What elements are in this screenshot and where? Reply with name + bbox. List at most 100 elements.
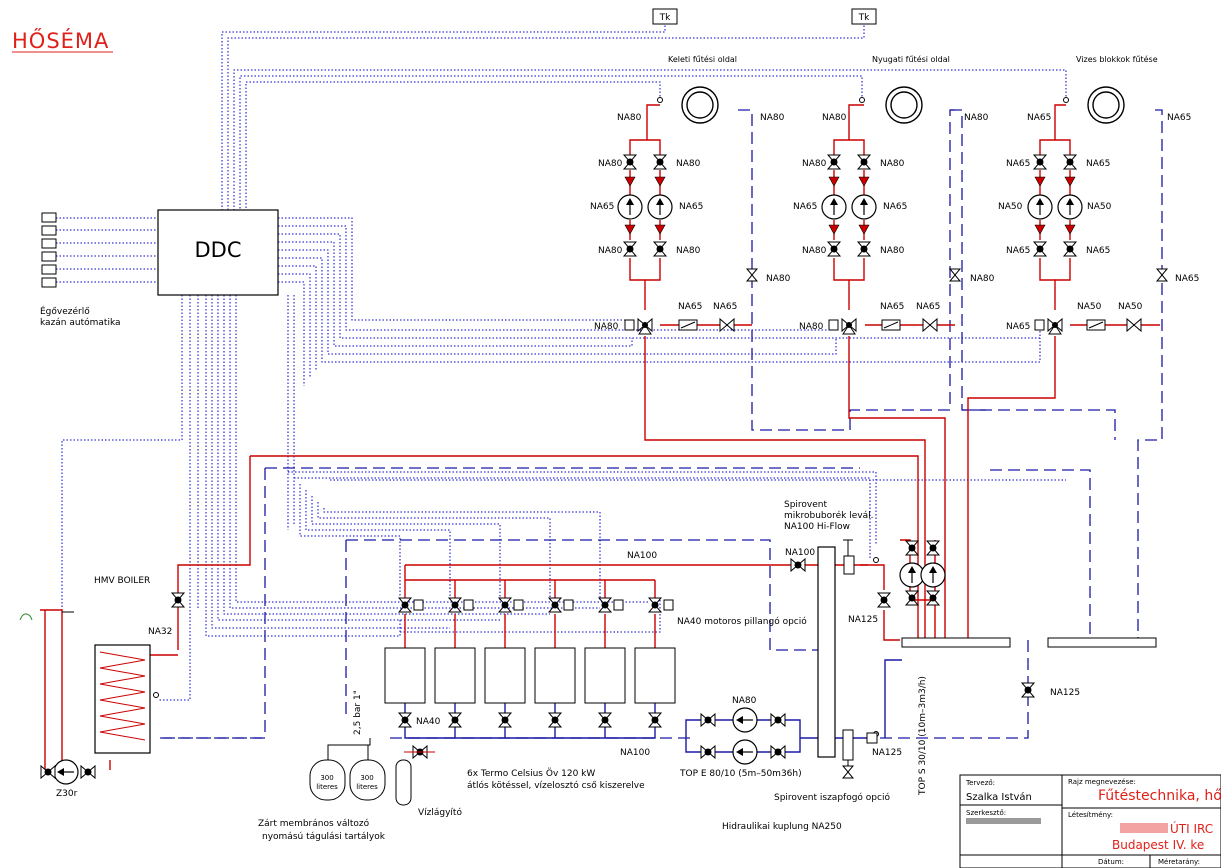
szerkeszto-label: Szerkesztő: xyxy=(966,808,1006,817)
water-softener xyxy=(395,759,412,806)
tervezo-label: Tervező: xyxy=(965,778,995,787)
tk-sensor-1-label: Tk xyxy=(659,13,671,23)
heat-exchanger-3 xyxy=(1087,86,1125,124)
c2-mix-label: NA80 xyxy=(799,322,824,332)
top-s-pump-2 xyxy=(920,562,946,588)
c3-pump-2 xyxy=(1057,194,1083,220)
na125-valve-a xyxy=(877,592,891,608)
hydraulic-coupling xyxy=(817,546,836,758)
c1-pump-2 xyxy=(647,194,673,220)
control-wiring xyxy=(56,22,1067,701)
c2-b2-label: NA65 xyxy=(916,302,940,312)
c1-p1-label: NA65 xyxy=(590,202,614,212)
c1-mixing-valve xyxy=(624,318,653,335)
z30r-pump xyxy=(53,759,79,785)
tk-sensor-2-label: Tk xyxy=(858,13,870,23)
spirovent-air xyxy=(843,555,855,575)
page-title: HŐSÉMA xyxy=(12,28,109,53)
motoros-label: NA40 motoros pillangó opció xyxy=(677,616,807,627)
letesitmeny-label: Létesítmény: xyxy=(1068,811,1113,819)
c1-v1-label: NA80 xyxy=(598,159,623,169)
c1-valve-3 xyxy=(623,241,637,257)
datum-label: Dátum: xyxy=(1098,858,1124,866)
na100-label-b: NA100 xyxy=(785,548,815,558)
c1-v2-label: NA80 xyxy=(676,159,701,169)
c1-top-label: NA80 xyxy=(617,113,642,123)
boilers-label-2: átlós kötéssel, vízelosztó cső kiszerelv… xyxy=(467,780,645,791)
c2-top-label: NA80 xyxy=(822,113,847,123)
na125-label-b: NA125 xyxy=(1050,688,1080,698)
c1-return-valve xyxy=(746,268,758,282)
c1-check-1 xyxy=(624,176,636,187)
c3-retv-label: NA65 xyxy=(1175,274,1199,284)
na125-valve-b xyxy=(1021,682,1035,698)
c3-return-valve xyxy=(1156,268,1168,282)
tk-sensor-2 xyxy=(851,8,877,25)
tank-2-label-b: literes xyxy=(356,783,378,791)
na100-label-a: NA100 xyxy=(627,551,657,561)
c3-valve-4 xyxy=(1063,241,1077,257)
c1-b1-label: NA65 xyxy=(678,302,702,312)
tank-1-label-a: 300 xyxy=(320,774,333,782)
c3-valve-2 xyxy=(1063,154,1077,170)
boiler-valve-1 xyxy=(398,597,424,613)
top-s-label: TOP S 30/10 (10m–3m3/h) xyxy=(918,676,928,796)
tartaly-label-1: Zárt membrános változó xyxy=(258,818,370,829)
burner-control-label-2: kazán autómatika xyxy=(40,317,121,328)
c1-ret-label: NA80 xyxy=(760,113,785,123)
c3-top-label: NA65 xyxy=(1027,113,1051,123)
c2-p1-label: NA65 xyxy=(793,202,817,212)
c3-ret-label: NA65 xyxy=(1167,113,1191,123)
c3-check-1 xyxy=(1034,176,1046,187)
c2-check-1 xyxy=(828,176,840,187)
na100-valve xyxy=(790,558,806,572)
c3-v1-label: NA65 xyxy=(1006,159,1030,169)
na125-label-a: NA125 xyxy=(848,615,878,625)
c1-valve-4 xyxy=(653,241,667,257)
c1-check-4 xyxy=(654,224,666,235)
c1-v4-label: NA80 xyxy=(676,246,701,256)
c2-mixing-valve xyxy=(828,318,857,335)
tk-sensor-1 xyxy=(652,8,678,25)
tank-1-label-b: literes xyxy=(316,783,338,791)
meretarany-label: Méretarány: xyxy=(1158,858,1200,866)
c2-check-4 xyxy=(858,224,870,235)
spirovent-dirt xyxy=(842,729,854,761)
ddc-controller xyxy=(157,209,279,296)
c2-retv-label: NA80 xyxy=(970,274,995,284)
spirovent-label-3: NA100 Hi-Flow xyxy=(784,522,850,532)
boiler-valve-4 xyxy=(548,597,574,613)
c3-v4-label: NA65 xyxy=(1086,246,1110,256)
c1-check-3 xyxy=(624,224,636,235)
c2-balance-valve xyxy=(922,318,938,332)
letesitmeny-value-2: Budapest IV. ke xyxy=(1112,838,1204,852)
c3-balance-valve xyxy=(1126,318,1142,332)
return-manifold xyxy=(1047,637,1157,648)
circuit-west-label: Nyugati fűtési oldal xyxy=(872,54,950,64)
c3-p1-label: NA50 xyxy=(998,202,1023,212)
c2-valve-3 xyxy=(827,241,841,257)
boilers-label-1: 6x Termo Celsius Öv 120 kW xyxy=(467,768,595,779)
boiler-valve-6 xyxy=(648,597,674,613)
heat-exchanger-1 xyxy=(681,86,719,124)
title-block xyxy=(959,774,1221,868)
boilers xyxy=(384,647,676,704)
c3-b1-label: NA50 xyxy=(1077,302,1102,312)
spirovent-label-1: Spirovent xyxy=(784,500,828,510)
hidraulikai-label: Hidraulikai kuplung NA250 xyxy=(722,822,842,832)
c2-v1-label: NA80 xyxy=(802,159,827,169)
c3-mix-label: NA65 xyxy=(1006,322,1030,332)
c3-check-4 xyxy=(1064,224,1076,235)
c1-b2-label: NA65 xyxy=(713,302,737,312)
circuit-wet-label: Vizes blokkok fűtése xyxy=(1076,54,1158,64)
c2-v4-label: NA80 xyxy=(880,246,905,256)
pressure-label: 2,5 bar 1" xyxy=(353,690,363,735)
na125-label-c: NA125 xyxy=(872,748,902,758)
hmv-coil xyxy=(99,651,146,741)
c3-mixing-valve xyxy=(1034,318,1063,335)
c1-mix-label: NA80 xyxy=(594,322,619,332)
rajz-value: Fűtéstechnika, hősé xyxy=(1098,788,1221,804)
c3-valve-3 xyxy=(1033,241,1047,257)
circuit-east-label: Keleti fűtési oldal xyxy=(668,54,737,64)
